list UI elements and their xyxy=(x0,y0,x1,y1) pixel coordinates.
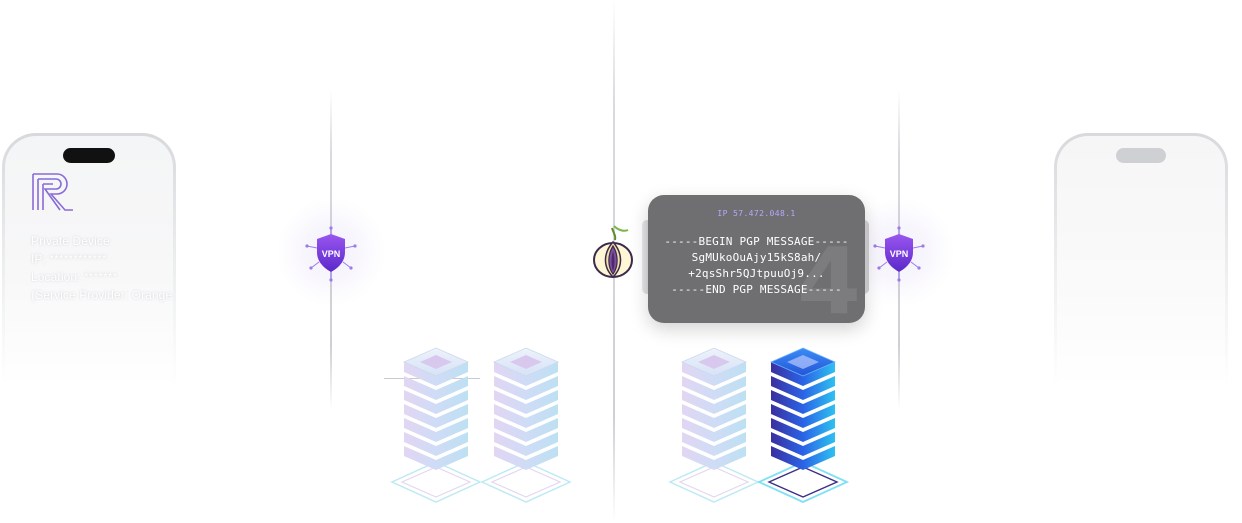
brand-logo-icon xyxy=(32,173,73,211)
receiver-phone xyxy=(1054,133,1228,433)
sender-phone: Private Device IP: ************ Location… xyxy=(2,133,176,433)
server-stack-icon-active xyxy=(756,347,850,503)
card-flap-left xyxy=(642,220,652,294)
device-provider: (Service Provider: Orange xyxy=(31,288,173,302)
pgp-message-card: 4 IP 57.472.048.1 -----BEGIN PGP MESSAGE… xyxy=(648,195,865,323)
pgp-ip: IP 57.472.048.1 xyxy=(717,209,796,218)
receiver-phone-screen xyxy=(1057,136,1225,430)
server-stack-icon xyxy=(391,347,481,503)
sender-phone-screen: Private Device IP: ************ Location… xyxy=(5,136,173,430)
pgp-line: -----BEGIN PGP MESSAGE----- xyxy=(664,235,849,248)
device-info: Private Device IP: ************ Location… xyxy=(31,232,172,304)
server-stack-icon xyxy=(669,347,759,503)
vpn-shield-icon: VPN xyxy=(305,226,357,282)
step-number: 4 xyxy=(796,228,861,323)
phone-notch xyxy=(1116,148,1166,163)
pgp-line: SgMUkoOuAjy15kS8ah/ xyxy=(691,251,822,264)
phone-notch xyxy=(63,148,115,163)
pgp-line: -----END PGP MESSAGE----- xyxy=(671,283,842,296)
pgp-line: +2qsShr5QJtpuuOj9... xyxy=(688,267,825,280)
device-label: Private Device xyxy=(31,234,110,248)
vpn-label-right: VPN xyxy=(890,249,909,259)
device-ip: IP: ************ xyxy=(31,252,107,266)
server-stack-icon xyxy=(481,347,571,503)
pgp-message-lines: -----BEGIN PGP MESSAGE----- SgMUkoOuAjy1… xyxy=(648,234,865,298)
vpn-shield-icon: VPN xyxy=(873,226,925,282)
tor-onion-icon xyxy=(593,225,633,279)
vpn-label-left: VPN xyxy=(322,249,341,259)
device-location: Location: ******* xyxy=(31,270,118,284)
